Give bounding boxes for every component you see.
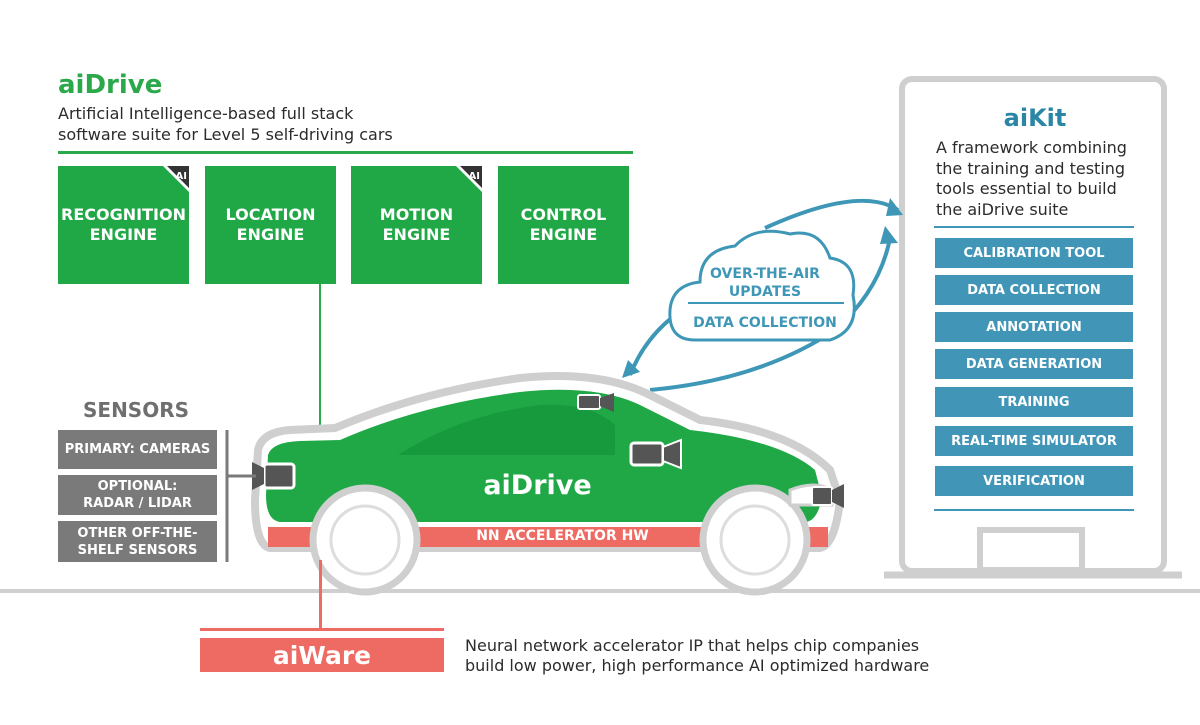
aiware-title: aiWare (200, 638, 444, 672)
aikit-divider-bottom (934, 509, 1134, 511)
aiware-description-line-2: build low power, high performance AI opt… (465, 656, 930, 675)
arrowhead-icon (880, 226, 898, 244)
sensor-other-off-the-shelf: OTHER OFF-THE- SHELF SENSORS (58, 521, 217, 562)
sensor-label-line: OTHER OFF-THE- (77, 525, 198, 541)
camera-icon (577, 393, 614, 412)
aikit-divider-top (934, 226, 1134, 228)
aidrive-description-line-1: Artificial Intelligence-based full stack (58, 104, 354, 123)
ai-tag-label: AI (175, 171, 187, 182)
control-engine-box: CONTROL ENGINE (498, 166, 629, 284)
calibration-tool-item: CALIBRATION TOOL (935, 238, 1133, 268)
aikit-description-line-4: the aiDrive suite (936, 200, 1069, 219)
engine-label-line: RECOGNITION (61, 205, 186, 224)
motion-engine-box: MOTION ENGINE AI (351, 166, 482, 284)
location-engine-box: LOCATION ENGINE (205, 166, 336, 284)
car-aidrive-label: aiDrive (483, 470, 592, 501)
annotation-item: ANNOTATION (935, 312, 1133, 342)
aiware-connector-line (319, 560, 322, 630)
cloud-label-line-2: UPDATES (728, 284, 802, 300)
sensor-label-line: PRIMARY: CAMERAS (64, 442, 211, 457)
sensors-title: SENSORS (83, 398, 190, 422)
nn-accelerator-label: NN ACCELERATOR HW (476, 528, 649, 544)
sensor-connector (225, 430, 256, 562)
aidrive-connector-line (319, 284, 321, 454)
car-illustration (250, 372, 845, 596)
arrow-to-aikit-top (764, 198, 900, 230)
engine-label-line: MOTION (379, 205, 454, 224)
engine-label-line: ENGINE (529, 225, 598, 244)
engine-label-line: ENGINE (236, 225, 305, 244)
arrowhead-icon (622, 360, 640, 378)
arrowhead-icon (886, 198, 903, 216)
aikit-description-line-3: tools essential to build (936, 179, 1117, 198)
aiware-description-line-1: Neural network accelerator IP that helps… (465, 636, 920, 655)
camera-icon (629, 438, 682, 470)
sensor-label-line: RADAR / LIDAR (83, 496, 192, 511)
ai-tag-label: AI (468, 171, 480, 182)
engine-label-line: LOCATION (225, 205, 316, 224)
engine-label-line: ENGINE (89, 225, 158, 244)
data-collection-item: DATA COLLECTION (935, 275, 1133, 305)
sensor-label-line: SHELF SENSORS (77, 542, 198, 558)
sensor-optional-radar-lidar: OPTIONAL: RADAR / LIDAR (58, 475, 217, 515)
training-item: TRAINING (935, 387, 1133, 417)
engine-label-line: ENGINE (382, 225, 451, 244)
aikit-title: aiKit (1003, 104, 1067, 132)
ai-corner-tag: AI (456, 166, 482, 192)
camera-icon (252, 462, 296, 490)
data-generation-item: DATA GENERATION (935, 349, 1133, 379)
ai-corner-tag: AI (163, 166, 189, 192)
aikit-frame (884, 76, 1182, 579)
real-time-simulator-item: REAL-TIME SIMULATOR (935, 426, 1133, 456)
camera-icon (811, 484, 844, 508)
sensor-primary-cameras: PRIMARY: CAMERAS (58, 430, 217, 469)
ground-line (0, 589, 1200, 593)
cloud-icon (668, 229, 856, 342)
aidrive-description-line-2: software suite for Level 5 self-driving … (58, 125, 393, 144)
aiware-divider (200, 628, 444, 631)
cloud-label-line-1: OVER-THE-AIR (710, 266, 820, 282)
sensor-label-line: OPTIONAL: (97, 479, 178, 494)
aikit-description-line-1: A framework combining (936, 138, 1127, 157)
verification-item: VERIFICATION (935, 466, 1133, 496)
cloud-label-line-3: DATA COLLECTION (693, 315, 837, 331)
aidrive-title: aiDrive (58, 70, 163, 100)
aidrive-divider (58, 151, 633, 154)
recognition-engine-box: RECOGNITION ENGINE AI (58, 166, 189, 284)
engine-label-line: CONTROL (520, 205, 607, 224)
aikit-description-line-2: the training and testing (936, 159, 1126, 178)
